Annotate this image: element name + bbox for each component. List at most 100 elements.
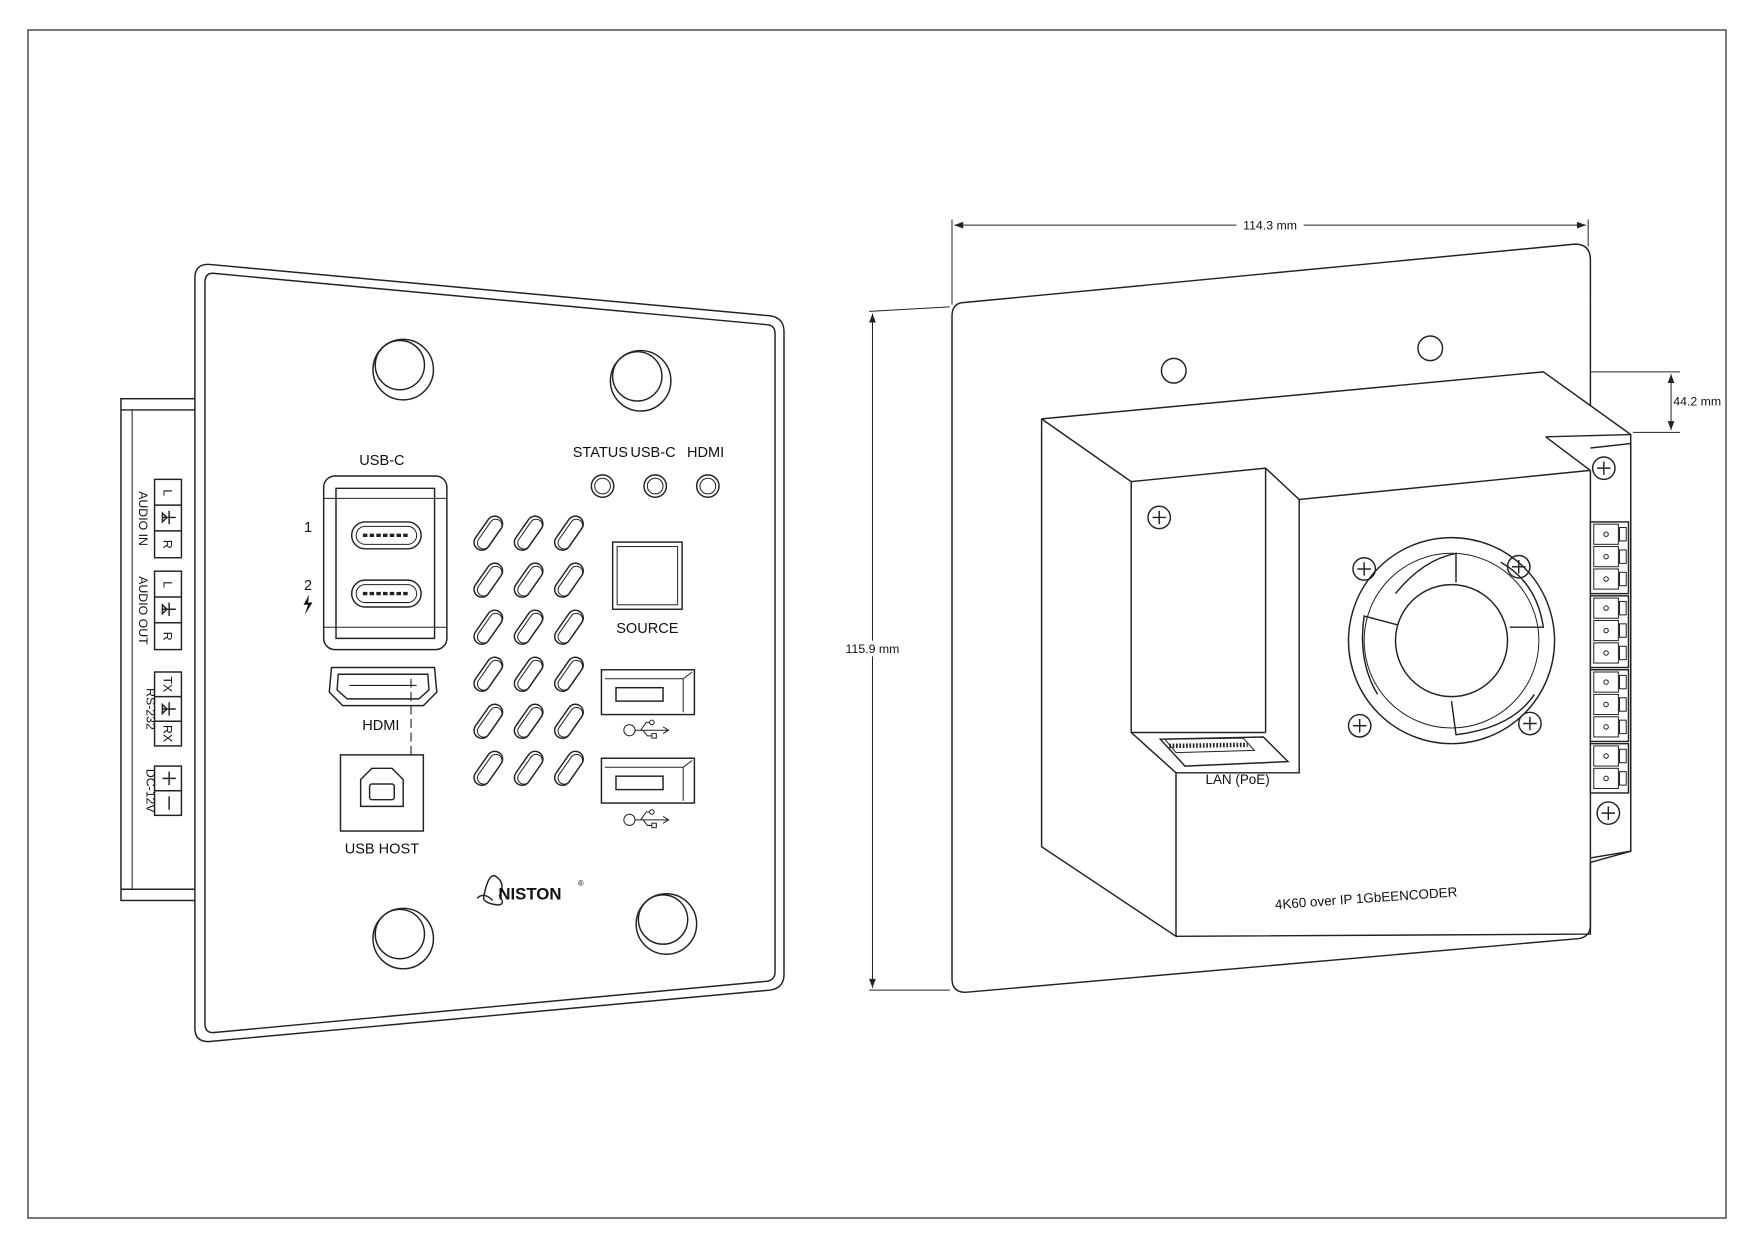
- rs232-tx-pin: TX: [161, 676, 175, 692]
- terminal-pin: [1593, 619, 1619, 642]
- hdmi-indicator-label: HDMI: [687, 445, 724, 461]
- ground-icon: [161, 510, 176, 525]
- side-connector-panel: L R AUDIO IN L R AUDIO OUT TX: [120, 397, 198, 902]
- terminal-pin: [1593, 642, 1619, 664]
- hdmi-led: [695, 474, 720, 499]
- dimension-depth: 44.2 mm: [1543, 371, 1721, 433]
- hdmi-label: HDMI: [362, 718, 399, 734]
- logo-mark-icon: [476, 874, 504, 906]
- audio-out-left-pin: L: [161, 581, 175, 588]
- status-led: [590, 474, 615, 499]
- dimension-width: 114.3 mm: [951, 217, 1589, 305]
- usb-icon: [623, 809, 670, 829]
- terminal-pin: [1593, 671, 1619, 693]
- usb-c-port-2-label: 2: [304, 578, 312, 594]
- usb-a-port-2: [600, 757, 696, 829]
- ground-icon: [161, 702, 176, 716]
- grille-slot: [553, 656, 584, 692]
- grille-slot: [553, 703, 584, 740]
- brand-name: NISTON: [498, 884, 561, 903]
- terminal-block: [1589, 521, 1630, 595]
- grille-slot: [513, 703, 544, 740]
- audio-in-right-pin: R: [161, 540, 175, 549]
- terminal-pin: [1593, 693, 1619, 716]
- lan-poe-label: LAN (PoE): [1205, 772, 1269, 787]
- screw-icon: [1591, 456, 1616, 481]
- screw-hole: [372, 907, 435, 970]
- sheet-border: [27, 29, 1727, 1219]
- usb-c-port-1-label: 1: [304, 520, 312, 536]
- screw-hole: [635, 893, 698, 955]
- terminal-block: [1589, 742, 1630, 794]
- grille-slot: [473, 562, 504, 598]
- terminal-pin: [1593, 546, 1619, 568]
- grille-slot: [553, 609, 584, 645]
- usb-host-label: USB HOST: [345, 841, 419, 857]
- rs232-terminal: TX RX RS-232: [144, 671, 183, 747]
- ground-icon: [161, 602, 176, 617]
- dc-12v-terminal: DC-12V: [144, 765, 183, 817]
- rs232-rx-pin: RX: [161, 725, 175, 742]
- terminal-pin: [1593, 568, 1619, 590]
- height-dimension-value: 115.9 mm: [846, 642, 900, 656]
- front-view: L R AUDIO IN L R AUDIO OUT TX: [120, 263, 785, 1043]
- grille-slot: [553, 562, 584, 598]
- usb-a-port-1: [600, 669, 696, 739]
- grille-slot: [473, 703, 504, 740]
- screw-hole: [609, 349, 672, 412]
- grille-slot: [513, 609, 544, 645]
- usb-icon: [623, 719, 670, 739]
- audio-out-right-pin: R: [161, 632, 175, 641]
- hdmi-port: HDMI: [328, 666, 438, 790]
- audio-in-left-pin: L: [161, 489, 175, 496]
- screw-hole: [372, 338, 435, 401]
- grille-slot: [513, 656, 544, 692]
- status-indicators: STATUS USB-C HDMI: [573, 445, 724, 499]
- dc-12v-label: DC-12V: [144, 769, 158, 814]
- audio-out-label: AUDIO OUT: [136, 576, 150, 645]
- screw-icon: [1352, 557, 1377, 581]
- plate-hole: [1417, 335, 1444, 362]
- grille-slot: [473, 656, 504, 692]
- grille-slot: [553, 750, 584, 787]
- source-label: SOURCE: [616, 621, 679, 637]
- plate-hole: [1160, 357, 1187, 384]
- grille-slot: [473, 750, 504, 787]
- niston-logo: NISTON ®: [476, 874, 584, 906]
- terminal-pin: [1593, 716, 1619, 738]
- screw-icon: [1347, 713, 1372, 738]
- grille-slot: [513, 562, 544, 598]
- screw-icon: [1517, 711, 1542, 736]
- lan-port: LAN (PoE): [1158, 736, 1290, 787]
- dimension-height: 115.9 mm: [842, 306, 950, 991]
- encoder-housing: [1040, 371, 1632, 938]
- speaker-grille: [473, 515, 584, 787]
- usb-c-label: USB-C: [359, 453, 404, 469]
- status-indicator-label: STATUS: [573, 445, 629, 461]
- audio-out-terminal: L R AUDIO OUT: [136, 570, 183, 651]
- usb-c-indicator-label: USB-C: [630, 445, 675, 461]
- usb-c-module: USB-C 1 2: [303, 453, 448, 651]
- plus-icon: [162, 771, 176, 786]
- width-dimension-value: 114.3 mm: [1243, 219, 1297, 233]
- screw-icon: [1506, 554, 1531, 579]
- depth-dimension-value: 44.2 mm: [1673, 394, 1721, 408]
- fan-icon: [1347, 536, 1556, 745]
- lightning-icon: [303, 594, 313, 615]
- terminal-pin: [1593, 767, 1619, 789]
- grille-slot: [513, 750, 544, 787]
- terminal-block: [1589, 595, 1630, 669]
- source-button[interactable]: SOURCE: [611, 541, 683, 637]
- screw-icon: [1147, 505, 1172, 530]
- screw-icon: [1596, 801, 1621, 826]
- terminal-pin: [1593, 597, 1619, 619]
- rs232-label: RS-232: [144, 688, 158, 730]
- audio-in-terminal: L R AUDIO IN: [136, 478, 183, 559]
- usb-c-port-2: [350, 579, 422, 608]
- audio-in-label: AUDIO IN: [136, 491, 150, 546]
- usb-c-port-1: [350, 521, 422, 550]
- terminal-blocks: [1589, 521, 1630, 794]
- mounting-screw-holes: [372, 338, 698, 970]
